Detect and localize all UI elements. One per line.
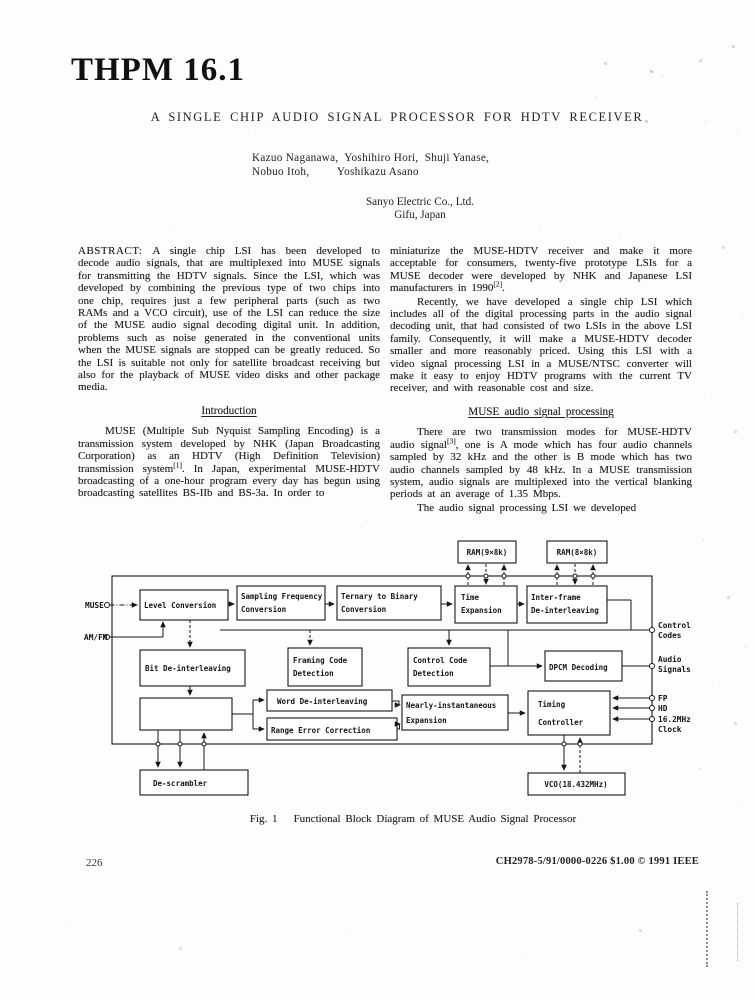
block-range-error-correction: Range Error Correction — [266, 717, 398, 741]
body-paragraph: There are two transmission modes for MUS… — [390, 426, 692, 500]
copyright-line: CH2978-5/91/0000-0226 $1.00 © 1991 IEEE — [495, 856, 699, 867]
figure-number: Fig. 1 — [249, 813, 278, 825]
reference-mark-2: [2] — [493, 279, 503, 289]
body-paragraph: The audio signal processing LSI we devel… — [417, 501, 637, 514]
body-text: , one is A mode which has four audio cha… — [390, 438, 693, 501]
figure-caption: Fig. 1 Functional Block Diagram of MUSE A… — [83, 813, 743, 825]
audio-signals-output-label: Audio — [658, 655, 682, 664]
block-bit-de-interleaving: Bit De-interleaving — [139, 649, 246, 687]
svg-text:Signals: Signals — [658, 665, 691, 674]
svg-text:Control Code: Control Code — [413, 656, 468, 665]
svg-text:Ternary to Binary: Ternary to Binary — [341, 592, 418, 601]
block-inter-frame-de-interleaving: Inter-frame De-interleaving — [526, 585, 608, 624]
block-timing-controller: Timing Controller — [527, 690, 611, 736]
svg-text:Word De-interleaving: Word De-interleaving — [277, 697, 368, 706]
right-column: miniaturize the MUSE-HDTV receiver and m… — [390, 245, 692, 515]
control-codes-output-label: Control — [658, 621, 691, 630]
block-nearly-instantaneous-expansion: Nearly-instantaneous Expansion — [401, 694, 509, 731]
affiliation-org: Sanyo Electric Co., Ltd. — [365, 196, 475, 208]
svg-text:Framing Code: Framing Code — [293, 656, 348, 665]
continuation-paragraph: miniaturize the MUSE-HDTV receiver and m… — [390, 245, 692, 295]
block-framing-code-detection: Framing Code Detection — [287, 647, 363, 687]
svg-text:Detection: Detection — [293, 669, 334, 678]
lsi-boundary-box — [111, 575, 653, 745]
svg-text:DPCM Decoding: DPCM Decoding — [549, 663, 608, 672]
svg-text:RAM(9×8k): RAM(9×8k) — [467, 548, 508, 557]
block-diagram-svg: RAM(9×8k) RAM(8×8k) Level Conversion Sam… — [84, 540, 691, 796]
svg-text:Time: Time — [461, 593, 480, 602]
hd-input-label: HD — [658, 704, 668, 713]
svg-text:Codes: Codes — [658, 631, 682, 640]
clock-input-label: 16.2MHz — [658, 715, 691, 724]
block-word-de-interleaving: Word De-interleaving — [266, 689, 393, 712]
reference-mark-3: [3] — [446, 436, 456, 446]
reference-mark-1: [1] — [173, 459, 182, 469]
io-labels: MUSE AM/FM Control Codes Audio Signals F… — [84, 601, 691, 734]
amfm-input-label: AM/FM — [84, 633, 108, 642]
block-vco: VCO(18.432MHz) — [527, 772, 626, 796]
block-dpcm-decoding: DPCM Decoding — [544, 650, 623, 682]
block-de-scrambler: De-scrambler — [139, 769, 249, 796]
block-sampling-frequency-conversion: Sampling Frequency Conversion — [236, 585, 326, 621]
svg-text:VCO(18.432MHz): VCO(18.432MHz) — [544, 780, 607, 789]
scan-noise — [0, 0, 1, 1]
svg-text:Inter-frame: Inter-frame — [531, 593, 581, 602]
body-text: There are two transmission modes for MUS… — [390, 426, 692, 451]
block-level-conversion: Level Conversion — [139, 589, 229, 621]
svg-text:Controller: Controller — [538, 718, 584, 727]
author-list: Kazuo Naganawa, Yoshihiro Hori, Shuji Ya… — [252, 151, 489, 179]
svg-text:Expansion: Expansion — [406, 716, 447, 725]
figure-caption-text: Functional Block Diagram of MUSE Audio S… — [293, 813, 577, 825]
svg-text:Range Error Correction: Range Error Correction — [271, 726, 370, 735]
scan-artifact-dotted-line — [737, 903, 738, 961]
introduction-paragraph: MUSE (Multiple Sub Nyquist Sampling Enco… — [78, 425, 380, 499]
svg-text:Bit De-interleaving: Bit De-interleaving — [145, 664, 231, 673]
svg-text:De-interleaving: De-interleaving — [531, 606, 599, 615]
page-number: 226 — [86, 857, 103, 869]
muse-input-label: MUSE — [85, 601, 104, 610]
svg-text:Level Conversion: Level Conversion — [144, 601, 216, 610]
abstract-text: A single chip LSI has been developed to … — [78, 245, 380, 394]
abstract-label: ABSTRACT: — [78, 245, 143, 257]
session-code: THPM 16.1 — [71, 52, 245, 88]
svg-text:De-scrambler: De-scrambler — [153, 779, 208, 788]
body-text: . — [502, 282, 505, 295]
section-heading-introduction: Introduction — [201, 404, 257, 417]
svg-text:Conversion: Conversion — [341, 605, 386, 614]
affiliation: Sanyo Electric Co., Ltd. Gifu, Japan — [270, 196, 570, 222]
body-paragraph: Recently, we have developed a single chi… — [390, 295, 692, 395]
svg-text:Expansion: Expansion — [461, 606, 502, 615]
authors-line-1: Kazuo Naganawa, Yoshihiro Hori, Shuji Ya… — [252, 152, 490, 164]
svg-text:Detection: Detection — [413, 669, 454, 678]
block-ternary-to-binary-conversion: Ternary to Binary Conversion — [336, 585, 442, 621]
figure-1-block-diagram: RAM(9×8k) RAM(8×8k) Level Conversion Sam… — [83, 538, 743, 830]
abstract-paragraph: ABSTRACT:A single chip LSI has been deve… — [78, 245, 380, 394]
svg-text:Clock: Clock — [658, 725, 682, 734]
section-heading-muse-audio: MUSE audio signal processing — [468, 405, 614, 418]
block-time-expansion: Time Expansion — [454, 585, 518, 624]
svg-text:Conversion: Conversion — [241, 605, 286, 614]
introduction-text: . In Japan, experimental MUSE-HDTV broad… — [78, 462, 380, 500]
svg-text:Nearly-instantaneous: Nearly-instantaneous — [406, 701, 496, 710]
scan-artifact-dotted-line — [706, 891, 708, 967]
introduction-text: MUSE (Multiple Sub Nyquist Sampling Enco… — [78, 425, 380, 475]
affiliation-city: Gifu, Japan — [394, 209, 446, 221]
ram-connector-lines — [465, 564, 596, 585]
fp-input-label: FP — [658, 694, 668, 703]
svg-text:Sampling Frequency: Sampling Frequency — [241, 592, 323, 601]
block-ram-9x8k: RAM(9×8k) — [457, 540, 517, 564]
svg-text:Timing: Timing — [538, 700, 566, 709]
left-column: ABSTRACT:A single chip LSI has been deve… — [78, 245, 380, 501]
connector-lines — [104, 599, 655, 773]
paper-title: A SINGLE CHIP AUDIO SIGNAL PROCESSOR FOR… — [150, 110, 644, 124]
svg-text:RAM(8×8k): RAM(8×8k) — [557, 548, 598, 557]
block-ram-8x8k: RAM(8×8k) — [546, 540, 608, 564]
block-control-code-detection: Control Code Detection — [407, 647, 491, 687]
block-error-correction — [139, 697, 233, 731]
authors-line-2: Nobuo Itoh, Yoshikazu Asano — [252, 166, 419, 178]
body-text: miniaturize the MUSE-HDTV receiver and m… — [390, 245, 692, 295]
